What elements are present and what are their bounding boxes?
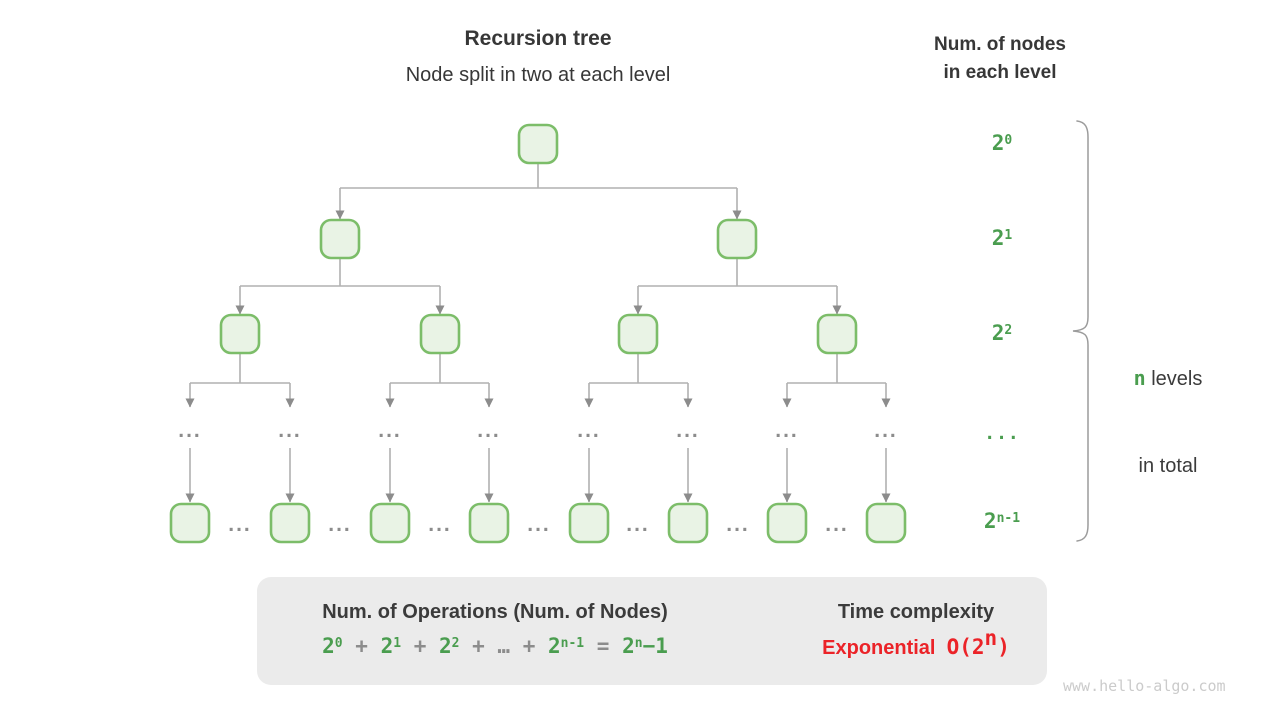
right-column-title-line1: Num. of nodes [934, 34, 1066, 55]
tree-node [617, 313, 659, 355]
ellipsis-text: ... [328, 513, 352, 536]
tree-node [319, 218, 361, 260]
ellipsis-text: ... [874, 419, 898, 442]
level-count-2^n-1: 2n-1 [983, 509, 1021, 533]
ellipsis-text: ... [428, 513, 452, 536]
ellipsis-text: ... [577, 419, 601, 442]
ellipsis-text: ... [825, 513, 849, 536]
ellipsis-text: ... [178, 419, 202, 442]
connectors-level0 [335, 163, 742, 220]
right-column-title: Num. of nodes in each level [890, 31, 1110, 87]
ellipsis-text: ... [378, 419, 402, 442]
watermark: www.hello-algo.com [1063, 677, 1226, 695]
summary-box [257, 577, 1047, 685]
tree-node-leaf [169, 502, 211, 544]
brace-label-line1: n levels [1133, 366, 1203, 390]
connectors-level1 [235, 258, 842, 315]
operations-formula: 20 + 21 + 22 + … + 2n-1 = 2n−1 [322, 634, 668, 658]
level-count-ellipsis: ... [984, 423, 1020, 444]
ellipsis-row-bottom: ... ... ... ... ... ... ... [228, 513, 849, 536]
ellipsis-text: ... [726, 513, 750, 536]
tree-node-leaf [468, 502, 510, 544]
diagram-title: Recursion tree [464, 27, 612, 50]
operations-title: Num. of Operations (Num. of Nodes) [322, 601, 668, 623]
right-column-title-line2: in each level [943, 62, 1057, 83]
tree-node [816, 313, 858, 355]
connectors-level3 [185, 448, 891, 503]
level-count-2^0: 20 [991, 131, 1013, 155]
ellipsis-row-level3: ... ... ... ... ... ... ... ... [178, 419, 898, 442]
tree-node-leaf [766, 502, 808, 544]
tree-node-leaf [369, 502, 411, 544]
diagram-subtitle: Node split in two at each level [405, 64, 671, 86]
level-count-2^1: 21 [991, 226, 1013, 250]
ellipsis-text: ... [527, 513, 551, 536]
ellipsis-text: ... [775, 419, 799, 442]
connectors-level2 [185, 353, 891, 408]
brace-label-line2: in total [1138, 455, 1198, 477]
tree-node [219, 313, 261, 355]
time-complexity-value: Exponential O(2n) [822, 625, 1010, 659]
ellipsis-text: ... [676, 419, 700, 442]
tree-node [419, 313, 461, 355]
tree-node-leaf [269, 502, 311, 544]
tree-node-leaf [667, 502, 709, 544]
tree-node-root [517, 123, 559, 165]
ellipsis-text: ... [626, 513, 650, 536]
time-complexity-title: Time complexity [837, 601, 995, 623]
ellipsis-text: ... [477, 419, 501, 442]
brace [1072, 120, 1089, 542]
tree-node [716, 218, 758, 260]
tree-nodes [169, 123, 907, 544]
ellipsis-text: ... [228, 513, 252, 536]
ellipsis-text: ... [278, 419, 302, 442]
level-count-2^2: 22 [991, 321, 1013, 345]
brace-label: n levels in total [1103, 306, 1233, 539]
tree-node-leaf [568, 502, 610, 544]
tree-node-leaf [865, 502, 907, 544]
